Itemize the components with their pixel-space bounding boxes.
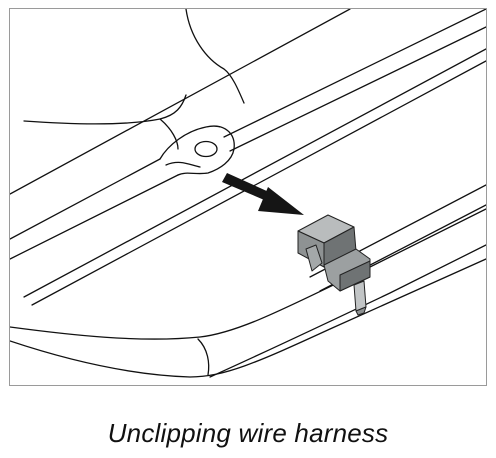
frame-tube-seam: [197, 338, 210, 376]
rail-line-6: [23, 48, 486, 298]
rail-line-5: [229, 26, 486, 152]
wire-line: [209, 244, 486, 378]
cable-tie-end: [355, 306, 367, 316]
mounting-bracket: [159, 125, 235, 176]
bracket-inner: [165, 161, 201, 168]
cable-tie-strap: [353, 280, 367, 312]
diagram-frame: [9, 8, 487, 386]
clip-tab: [305, 244, 323, 272]
figure-caption: Unclipping wire harness: [107, 418, 389, 448]
rail-line-1: [10, 9, 351, 195]
bolt-hole: [194, 140, 218, 158]
wire-harness-clip: [297, 214, 371, 292]
rail-line-4: [10, 174, 179, 260]
body-panel-fold: [159, 118, 179, 150]
arrow: [222, 173, 304, 215]
frame-tube-lower: [10, 258, 486, 378]
arrow-head: [258, 187, 304, 215]
rail-line-2: [10, 158, 161, 240]
diagram-illustration: [10, 9, 486, 378]
body-panel-outline: [185, 9, 245, 104]
cable-tie: [353, 280, 367, 316]
rail-line-7: [31, 60, 486, 306]
body-panel-edge: [23, 94, 187, 125]
clip-body-shade: [339, 260, 371, 292]
rail-line-3: [223, 9, 486, 138]
frame-tube-upper: [10, 208, 486, 340]
